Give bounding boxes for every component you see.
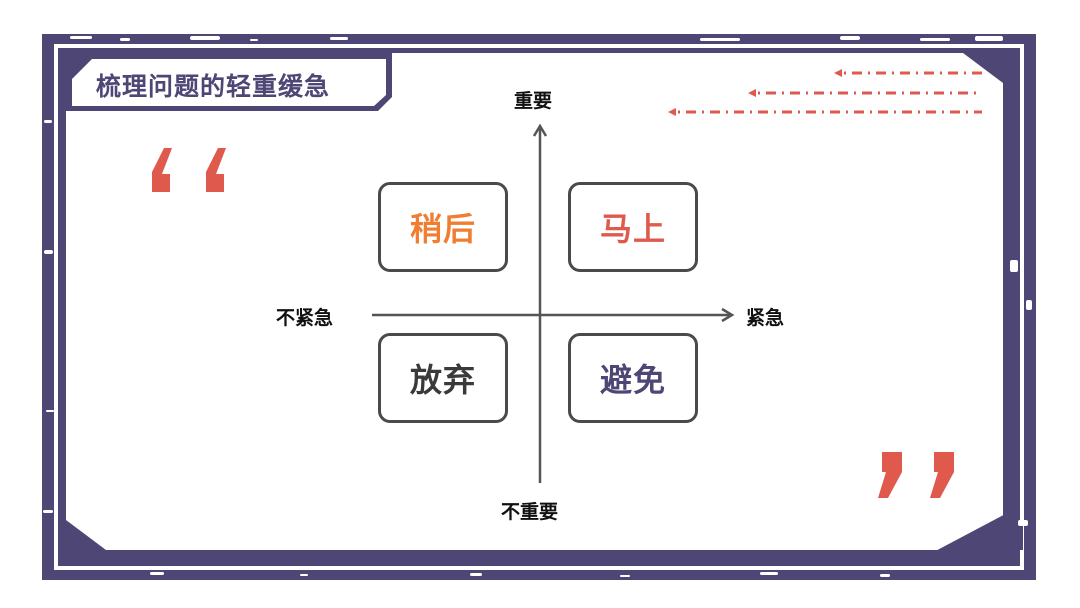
frame-corner-bottom-right [983,520,1023,550]
quadrant-label: 马上 [599,210,666,248]
quadrant-label: 避免 [599,361,666,399]
title-tag-shape [66,53,392,111]
quadrant-abandon: 放弃 [378,333,508,423]
open-quote-icon [152,148,226,192]
page-title: 梳理问题的轻重缓急 [96,72,331,101]
frame-corner-bottom-left [66,520,106,550]
dash-arrow-icon [668,108,982,116]
axis-label-not-urgent: 不紧急 [276,307,334,329]
quadrant-avoid: 避免 [568,333,698,423]
axis-label-urgent: 紧急 [746,307,785,329]
axis-label-not-important: 不重要 [501,501,559,523]
close-quote-icon [878,452,954,498]
dash-arrow-icon [748,89,982,97]
quadrant-label: 放弃 [409,361,476,399]
quadrant-later: 稍后 [378,182,508,272]
quadrant-label: 稍后 [409,210,476,248]
quadrant-immediately: 马上 [568,182,698,272]
title-tag: 梳理问题的轻重缓急 [66,53,392,111]
frame-corner-top-right [963,53,1003,83]
axis-label-important: 重要 [514,90,553,112]
dash-arrow-icon [834,69,982,77]
